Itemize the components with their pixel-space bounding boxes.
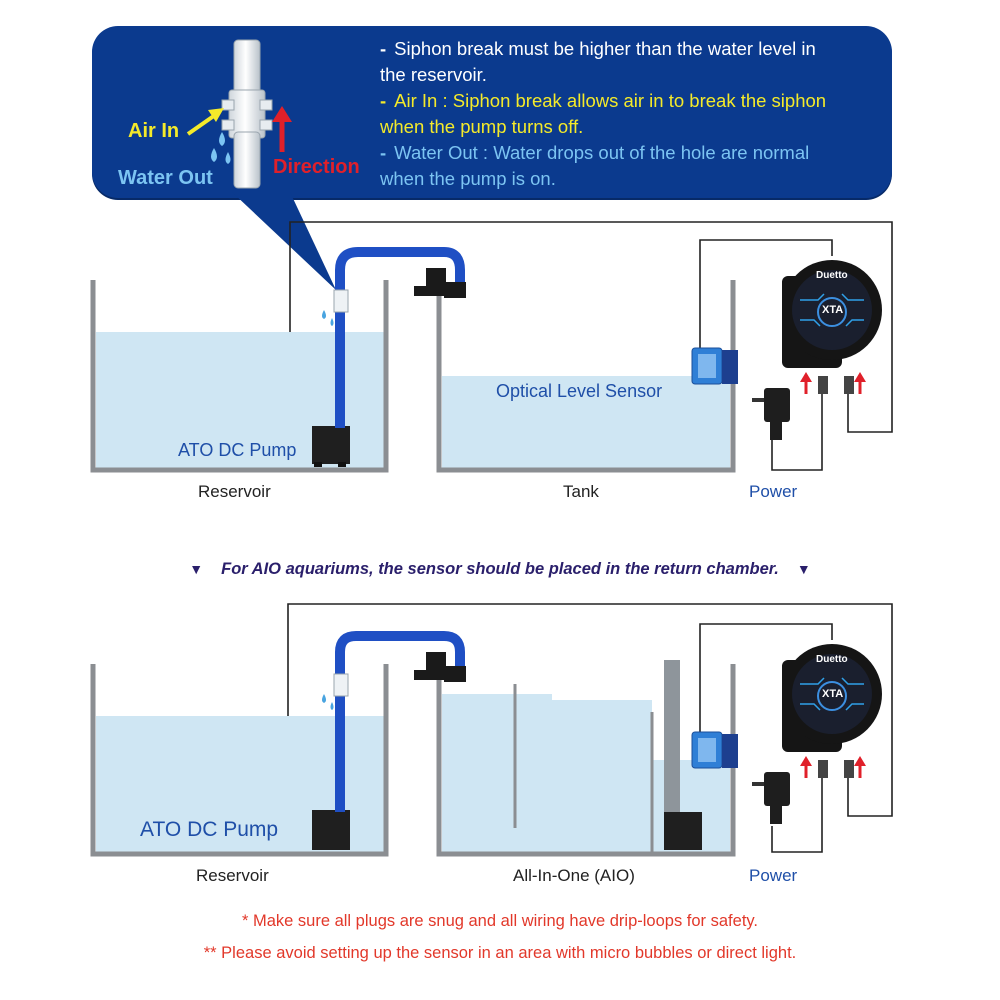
triangle-down-icon: ▼ bbox=[189, 561, 204, 577]
hose-clip bbox=[426, 268, 446, 286]
diagram1-pump-label: ATO DC Pump bbox=[178, 440, 297, 460]
bullet-siphon-height: -Siphon break must be higher than the wa… bbox=[380, 38, 816, 85]
warning-plugs: * Make sure all plugs are snug and all w… bbox=[241, 912, 759, 930]
dc-plug bbox=[818, 376, 828, 394]
dc-plug bbox=[818, 760, 828, 778]
return-pump bbox=[664, 812, 702, 850]
callout-bullet-list: -Siphon break must be higher than the wa… bbox=[380, 36, 880, 192]
ato-hose bbox=[335, 247, 465, 428]
diagram1-controller-model: XTA bbox=[822, 304, 844, 316]
hose-clip bbox=[426, 652, 446, 670]
water-drop-icon bbox=[211, 148, 217, 162]
aio-display-water bbox=[442, 694, 552, 852]
arrow-up-icon bbox=[272, 106, 292, 122]
arrow-up-icon bbox=[800, 372, 812, 382]
sensor-wire bbox=[699, 623, 833, 734]
diagram2-tank-label: All-In-One (AIO) bbox=[513, 866, 635, 885]
return-baffle bbox=[664, 660, 680, 840]
arrow-up-icon bbox=[854, 372, 866, 382]
siphon-break bbox=[333, 289, 349, 313]
diagram1-reservoir-label: Reservoir bbox=[198, 482, 271, 501]
diagram2-pump-label: ATO DC Pump bbox=[140, 818, 279, 841]
water-drop-icon bbox=[330, 702, 334, 710]
ato-pump bbox=[312, 810, 350, 850]
reservoir-tank bbox=[90, 280, 389, 473]
aio-placement-note: ▼For AIO aquariums, the sensor should be… bbox=[189, 560, 811, 578]
arrow-up-icon bbox=[854, 756, 866, 766]
diagram2-power-label: Power bbox=[749, 866, 798, 885]
power-wire bbox=[771, 776, 823, 853]
water-drop-icon bbox=[219, 132, 225, 146]
diagram2-controller-brand: Duetto bbox=[816, 654, 848, 665]
water-drop-icon bbox=[322, 310, 326, 319]
power-adapter bbox=[764, 388, 790, 422]
diagram2-reservoir-label: Reservoir bbox=[196, 866, 269, 885]
ato-hose bbox=[335, 631, 465, 812]
bullet-water-out: -Water Out : Water drops out of the hole… bbox=[380, 142, 810, 189]
water-drop-icon bbox=[225, 152, 231, 164]
direction-label: Direction bbox=[273, 156, 360, 178]
warning-sensor-placement: ** Please avoid setting up the sensor in… bbox=[203, 944, 797, 962]
water-drop-icon bbox=[322, 694, 326, 703]
diagram1-controller-brand: Duetto bbox=[816, 270, 848, 281]
bullet-air-in: -Air In : Siphon break allows air in to … bbox=[380, 90, 827, 137]
dc-plug bbox=[844, 760, 854, 778]
water-out-label: Water Out bbox=[118, 167, 213, 189]
diagram1-tank-label: Tank bbox=[563, 482, 599, 501]
power-adapter bbox=[764, 772, 790, 806]
arrow-up-icon bbox=[800, 756, 812, 766]
water-drop-icon bbox=[330, 318, 334, 326]
tank-water bbox=[442, 376, 730, 468]
pump-wire bbox=[289, 221, 893, 440]
reservoir-tank bbox=[90, 664, 389, 857]
pump-wire bbox=[287, 603, 893, 820]
diagram1-sensor-label: Optical Level Sensor bbox=[496, 381, 663, 401]
sensor-wire bbox=[699, 239, 833, 350]
power-wire bbox=[771, 392, 823, 471]
triangle-down-icon: ▼ bbox=[796, 561, 811, 577]
diagram1-power-label: Power bbox=[749, 482, 798, 501]
siphon-break-callout bbox=[92, 26, 892, 198]
diagram2-controller-model: XTA bbox=[822, 688, 844, 700]
dc-plug bbox=[844, 376, 854, 394]
ato-pump bbox=[312, 426, 350, 464]
siphon-break bbox=[333, 673, 349, 697]
air-in-label: Air In bbox=[128, 120, 180, 142]
